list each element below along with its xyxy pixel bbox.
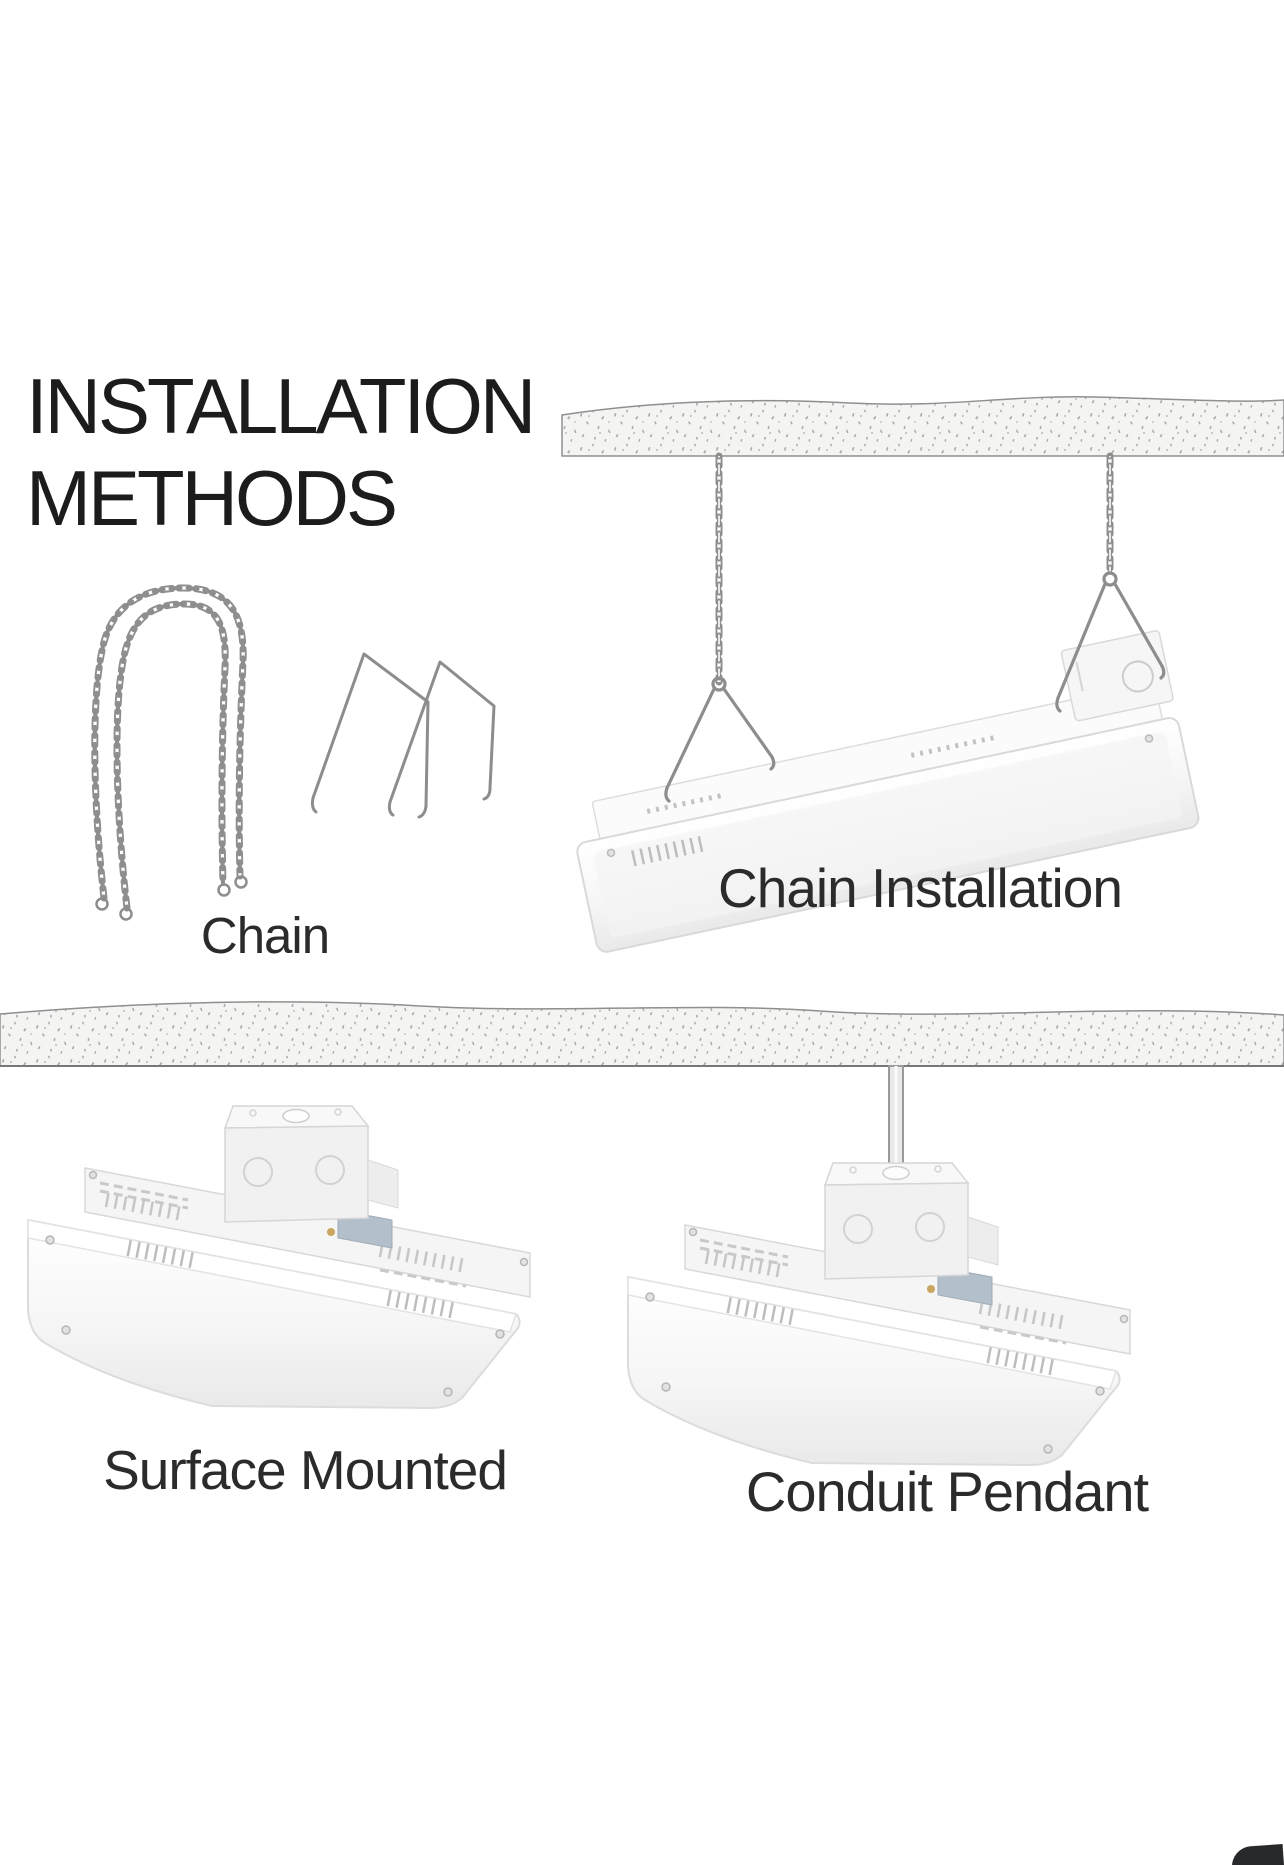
linear-highbay-fixture-icon [576,630,1200,953]
conduit-pendant-fixture-illustration [628,1163,1130,1465]
surface-mounted-fixture-illustration [28,1106,530,1408]
caption-chain-installation: Chain Installation [718,857,1123,919]
caption-surface-mounted: Surface Mounted [103,1439,508,1501]
v-hook-hanger-icon [1055,571,1166,713]
junction-box-icon [1060,630,1174,722]
ceiling-strip-icon [561,396,1284,457]
v-hook-hanger-icon [664,676,776,803]
caption-chain: Chain [200,907,330,964]
v-hook-icon [310,652,496,819]
page-title: INSTALLATION METHODS [26,362,536,542]
chain-kit-icon [91,584,248,921]
conduit-rod-icon [888,1065,904,1179]
ceiling-strip-icon [0,1001,1284,1067]
caption-conduit-pendant: Conduit Pendant [745,1460,1149,1523]
